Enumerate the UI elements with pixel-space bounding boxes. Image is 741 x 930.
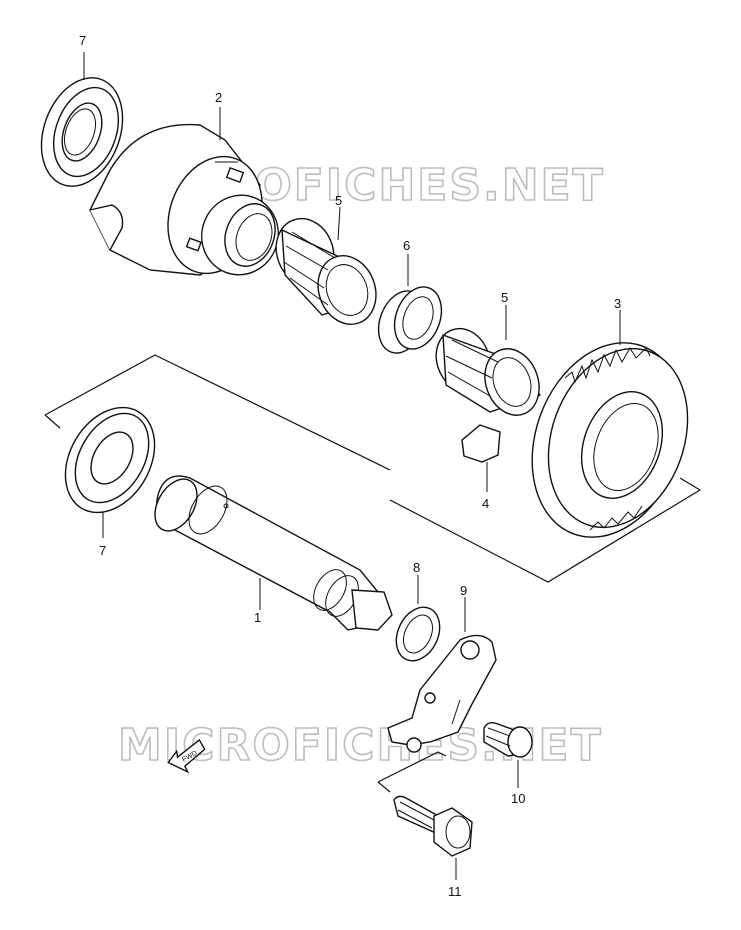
- washer: [395, 606, 441, 662]
- bolt-long: [393, 795, 473, 857]
- callout-5-upper: 5: [335, 193, 342, 208]
- bolt-short: [483, 721, 533, 758]
- callout-5-lower: 5: [501, 290, 508, 305]
- forward-arrow-icon: FWD: [167, 738, 206, 774]
- callout-10: 10: [511, 791, 525, 806]
- callout-numbers: 7 2 5 6 5 3 4 7 1 8 9 10 11: [79, 33, 621, 899]
- callout-2: 2: [215, 90, 222, 105]
- needle-bearing-upper: [275, 217, 377, 325]
- callout-1: 1: [254, 610, 261, 625]
- leader-lines: [83, 52, 621, 880]
- callout-3: 3: [614, 296, 621, 311]
- oil-seal-lower: [64, 406, 156, 514]
- callout-11: 11: [448, 884, 462, 899]
- callout-7-upper: 7: [79, 33, 86, 48]
- assembly-frame: [44, 354, 702, 793]
- callout-6: 6: [403, 238, 410, 253]
- oil-seal-upper: [40, 77, 124, 187]
- needle-bearing-lower: [435, 327, 542, 416]
- spacer: [377, 286, 443, 354]
- balancer-driven-gear: [531, 342, 689, 538]
- balancer-lever: [387, 634, 497, 753]
- callout-8: 8: [413, 560, 420, 575]
- callout-7-lower: 7: [99, 543, 106, 558]
- callout-9: 9: [460, 583, 467, 598]
- key: [461, 424, 501, 463]
- balancer-shaft: [154, 475, 393, 631]
- balancer-housing: [89, 123, 279, 276]
- callout-4: 4: [482, 496, 489, 511]
